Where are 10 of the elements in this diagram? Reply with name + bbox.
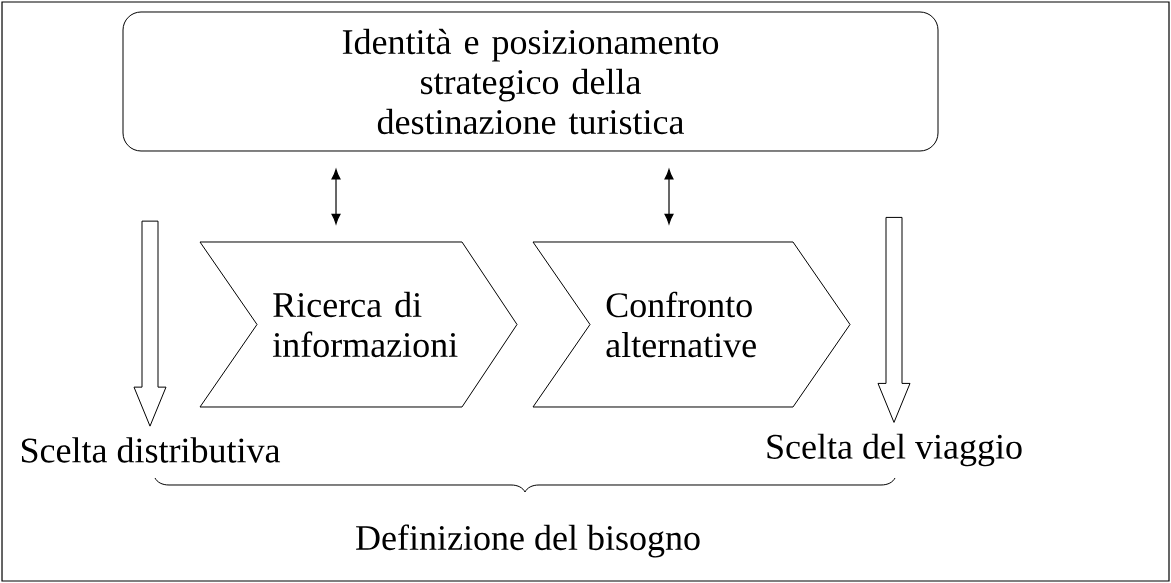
hollow-arrow — [877, 216, 911, 423]
bottom-label: Definizione del bisogno — [356, 524, 700, 558]
chevron-box: Ricerca di informazioni — [199, 241, 518, 408]
hollow-arrow — [133, 220, 167, 427]
double-arrow — [331, 169, 341, 225]
caption-text: Scelta del viaggio — [767, 433, 1022, 467]
chevron-box: Confronto alternative — [532, 241, 851, 408]
caption-text: Scelta distributiva — [21, 437, 281, 463]
rounded-box: Identità e posizionamento strategico della destinazione turistica — [122, 11, 939, 152]
double-arrow — [664, 169, 674, 225]
